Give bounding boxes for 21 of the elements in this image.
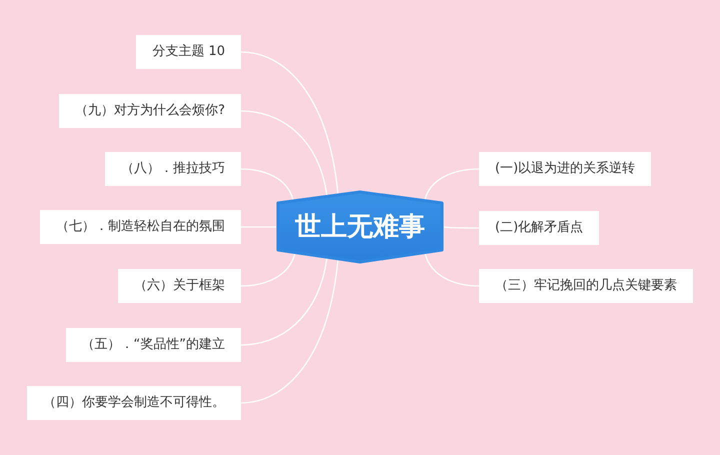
- topic-box: （九）对方为什么会烦你?: [59, 94, 241, 128]
- topic-box: (二)化解矛盾点: [479, 211, 600, 245]
- topic-box: （八）．推拉技巧: [105, 152, 241, 186]
- branch-line: [241, 226, 276, 228]
- branch-line: [240, 258, 328, 346]
- branch-line: [240, 259, 339, 404]
- topic-box: （五）．“奖品性”的建立: [66, 328, 241, 362]
- branch-line: [240, 51, 339, 194]
- topic-box: （四）你要学会制造不可得性。: [27, 386, 241, 420]
- topic-box: （三）牢记挽回的几点关键要素: [479, 269, 693, 303]
- topic-box: (一)以退为进的关系逆转: [479, 152, 652, 186]
- branch-line: [424, 168, 480, 200]
- branch-line: [240, 168, 294, 200]
- topic-box: （六）关于框架: [118, 269, 241, 303]
- branch-line: [444, 226, 479, 229]
- topic-box: （七）．制造轻松自在的氛围: [40, 210, 241, 244]
- branch-line: [424, 252, 480, 287]
- central-topic: 世上无难事: [276, 190, 444, 264]
- topic-box: 分支主题 10: [136, 35, 241, 69]
- branch-line: [240, 252, 296, 287]
- branch-line: [240, 110, 328, 196]
